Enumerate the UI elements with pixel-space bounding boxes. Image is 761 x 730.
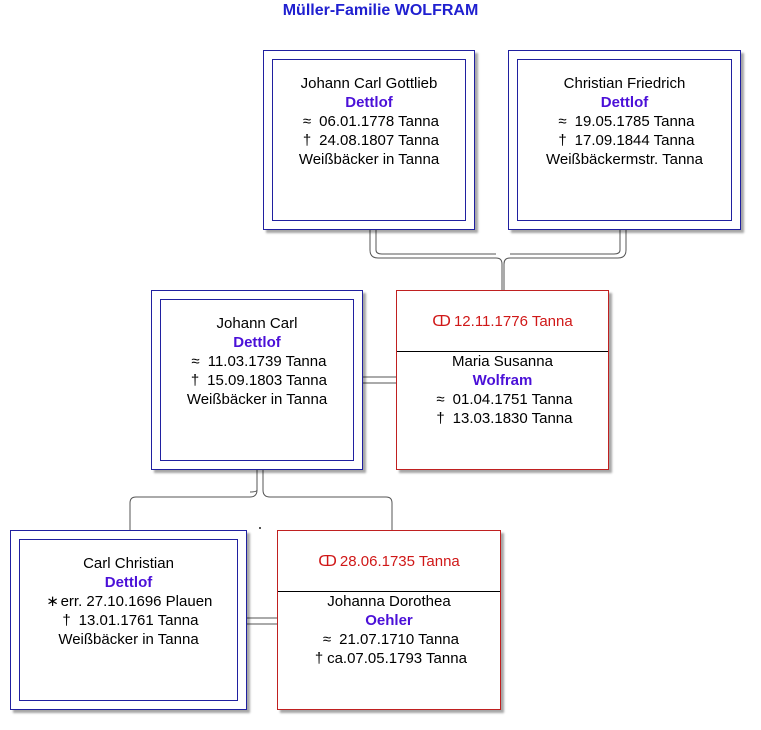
marriage-line: ↀ 28.06.1735 Tanna (278, 531, 500, 592)
marriage-date: 28.06.1735 Tanna (339, 552, 460, 570)
marriage-date: 12.11.1776 Tanna (453, 312, 573, 330)
given-name: Johann Carl Gottlieb (300, 75, 438, 92)
spouse-details: Johanna Dorothea Oehler ≈ 21.07.1710 Tan… (278, 592, 500, 668)
baptism-line: ≈ 11.03.1739 Tanna (161, 352, 353, 371)
baptism-line: ≈ 01.04.1751 Tanna (397, 390, 608, 409)
page-title: Müller-Familie WOLFRAM (282, 2, 479, 19)
death-icon: † (558, 132, 567, 149)
wedding-rings-icon: ↀ (318, 552, 337, 570)
given-name: Christian Friedrich (563, 75, 686, 92)
occupation: Weißbäcker in Tanna (58, 631, 199, 648)
baptism-line: ≈ 06.01.1778 Tanna (273, 112, 465, 131)
death-icon: † (314, 650, 324, 667)
surname: Dettlof (600, 94, 649, 111)
given-name: Maria Susanna (452, 353, 553, 370)
spouse-card-johanna-dorothea[interactable]: ↀ 28.06.1735 Tanna Johanna Dorothea Oehl… (277, 530, 501, 710)
person-card-johann-carl-gottlieb[interactable]: Johann Carl Gottlieb Dettlof ≈ 06.01.177… (263, 50, 475, 230)
death-line: †ca.07.05.1793 Tanna (278, 649, 500, 668)
surname: Oehler (365, 612, 413, 629)
death-icon: † (62, 612, 71, 629)
death-date: 13.01.1761 Tanna (78, 612, 199, 629)
spouse-details: Maria Susanna Wolfram ≈ 01.04.1751 Tanna… (397, 352, 608, 428)
death-icon: † (436, 410, 445, 427)
baptism-icon: ≈ (302, 113, 312, 130)
baptism-date: 01.04.1751 Tanna (452, 391, 573, 408)
baptism-date: 21.07.1710 Tanna (339, 631, 459, 648)
baptism-date: 11.03.1739 Tanna (207, 353, 327, 370)
death-icon: † (190, 372, 200, 389)
baptism-line: ≈ 21.07.1710 Tanna (278, 630, 500, 649)
spouse-card-maria-susanna[interactable]: ↀ 12.11.1776 Tanna Maria Susanna Wolfram… (396, 290, 609, 470)
death-line: † 15.09.1803 Tanna (161, 371, 353, 390)
marriage-line: ↀ 12.11.1776 Tanna (397, 291, 608, 352)
baptism-icon: ≈ (436, 391, 445, 408)
person-card-inner: Johann Carl Gottlieb Dettlof ≈ 06.01.177… (272, 59, 466, 221)
occupation: Weißbäcker in Tanna (186, 391, 328, 408)
death-line: † 24.08.1807 Tanna (273, 131, 465, 150)
person-card-johann-carl[interactable]: Johann Carl Dettlof ≈ 11.03.1739 Tanna †… (151, 290, 363, 470)
person-card-inner: Johann Carl Dettlof ≈ 11.03.1739 Tanna †… (160, 299, 354, 461)
surname: Dettlof (233, 334, 281, 351)
death-date: 13.03.1830 Tanna (452, 410, 573, 427)
stray-dot (259, 527, 261, 529)
birth-line: ∗err. 27.10.1696 Plauen (20, 592, 237, 611)
surname: Dettlof (345, 94, 393, 111)
birth-date: err. 27.10.1696 Plauen (60, 593, 213, 610)
wedding-rings-icon: ↀ (432, 312, 451, 330)
surname: Dettlof (104, 574, 153, 591)
birth-icon: ∗ (46, 593, 59, 610)
occupation: Weißbäckermstr. Tanna (545, 151, 703, 168)
baptism-icon: ≈ (322, 631, 332, 648)
death-line: † 13.03.1830 Tanna (397, 409, 608, 428)
death-date: 15.09.1803 Tanna (207, 372, 327, 389)
person-card-carl-christian[interactable]: Carl Christian Dettlof ∗err. 27.10.1696 … (10, 530, 247, 710)
occupation: Weißbäcker in Tanna (298, 151, 440, 168)
given-name: Carl Christian (83, 555, 174, 572)
person-card-inner: Carl Christian Dettlof ∗err. 27.10.1696 … (19, 539, 238, 701)
given-name: Johanna Dorothea (327, 593, 451, 610)
death-date: 24.08.1807 Tanna (319, 132, 439, 149)
death-line: † 17.09.1844 Tanna (518, 131, 731, 150)
given-name: Johann Carl (216, 315, 298, 332)
baptism-icon: ≈ (558, 113, 567, 130)
baptism-icon: ≈ (191, 353, 200, 370)
baptism-date: 19.05.1785 Tanna (574, 113, 695, 130)
death-date: 17.09.1844 Tanna (574, 132, 695, 149)
death-icon: † (302, 132, 312, 149)
person-card-inner: Christian Friedrich Dettlof ≈ 19.05.1785… (517, 59, 732, 221)
baptism-line: ≈ 19.05.1785 Tanna (518, 112, 731, 131)
baptism-date: 06.01.1778 Tanna (319, 113, 439, 130)
surname: Wolfram (472, 372, 533, 389)
person-card-christian-friedrich[interactable]: Christian Friedrich Dettlof ≈ 19.05.1785… (508, 50, 741, 230)
death-line: † 13.01.1761 Tanna (20, 611, 237, 630)
death-date: ca.07.05.1793 Tanna (327, 650, 467, 667)
